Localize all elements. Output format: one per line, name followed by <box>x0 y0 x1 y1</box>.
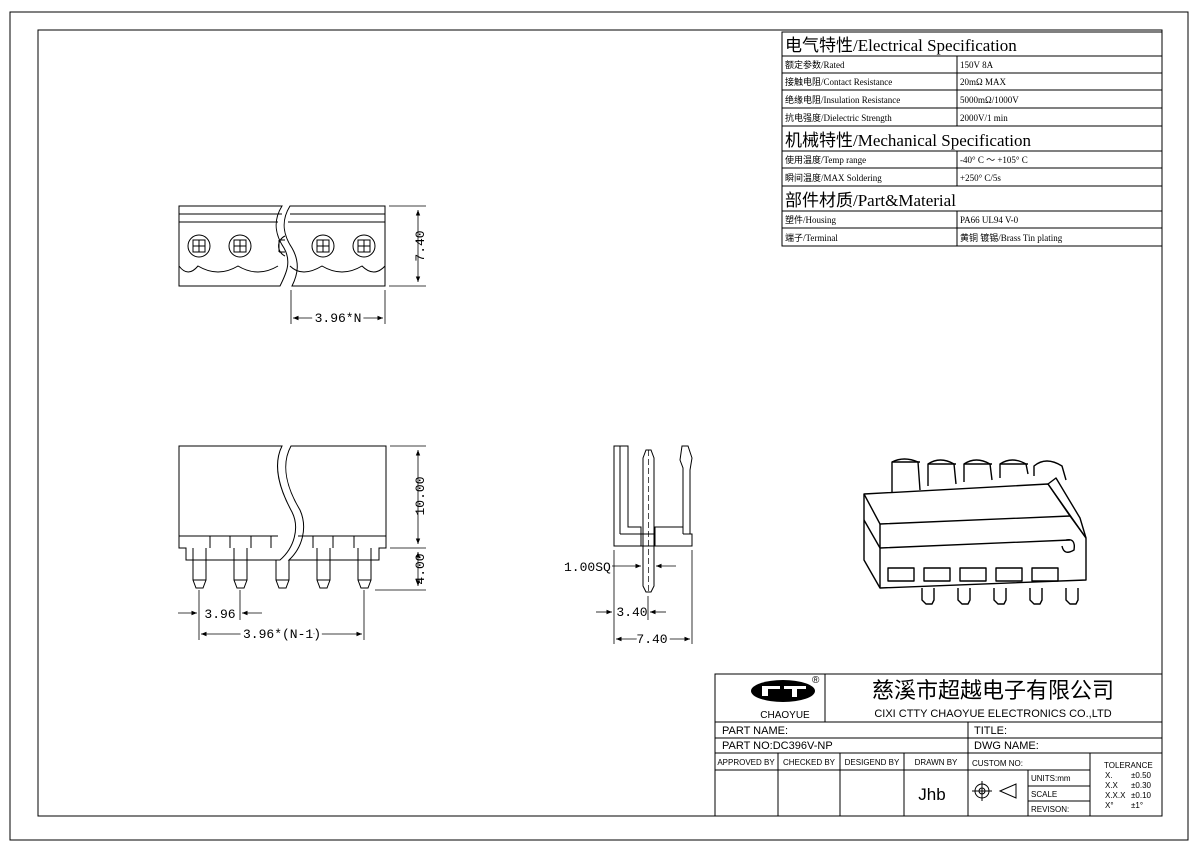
front-view-pins <box>192 548 372 589</box>
mechanical-heading: 机械特性/Mechanical Specification <box>785 131 1031 150</box>
tolerance-key: X° <box>1105 801 1114 810</box>
front-pin <box>275 560 290 589</box>
spec-label-temp-range: 使用温度/Temp range <box>785 154 866 165</box>
spec-label-contact-resistance: 接触电阻/Contact Resistance <box>785 76 892 87</box>
front-pin <box>192 548 207 589</box>
spec-label-terminal: 端子/Terminal <box>785 232 838 243</box>
top-view-dimension-lines <box>290 205 426 324</box>
front-pin <box>233 548 248 589</box>
checked-by-label: CHECKED BY <box>783 758 836 767</box>
front-view-slots <box>209 536 355 548</box>
spec-value-insulation-resistance: 5000mΩ/1000V <box>960 95 1019 105</box>
approved-by-label: APPROVED BY <box>717 758 775 767</box>
spec-label-max-soldering: 瞬间温度/MAX Soldering <box>785 172 882 183</box>
isometric-view <box>863 458 1087 605</box>
units-label: UNITS:mm <box>1031 774 1071 783</box>
tolerance-value: ±0.50 <box>1131 771 1152 780</box>
top-view-holes <box>187 234 376 258</box>
dim-front-pin-length: 4.00 <box>413 553 428 584</box>
front-pin <box>357 548 372 589</box>
dim-side-pin-square: 1.00SQ <box>564 560 611 575</box>
registered-mark: ® <box>812 675 820 686</box>
outer-border <box>9 11 1189 841</box>
part-number: PART NO:DC396V-NP <box>722 740 833 752</box>
tolerance-label: TOLERANCE <box>1104 761 1153 770</box>
spec-table <box>781 31 1163 247</box>
screw-hole <box>278 235 286 257</box>
top-view <box>178 205 386 287</box>
designed-by-label: DESIGEND BY <box>845 758 900 767</box>
spec-value-terminal: 黄铜 镀锡/Brass Tin plating <box>960 232 1063 243</box>
spec-label-rated: 额定参数/Rated <box>785 59 845 70</box>
revision-label: REVISON: <box>1031 805 1069 814</box>
front-pin <box>316 548 331 589</box>
front-view-dimension-lines <box>178 445 426 640</box>
spec-value-temp-range: -40° C ～ +105° C <box>960 155 1028 165</box>
title-label: TITLE: <box>974 725 1007 737</box>
dim-side-depth: 7.40 <box>636 632 667 647</box>
projection-symbol-icon <box>972 781 1017 801</box>
spec-value-dielectric-strength: 2000V/1 min <box>960 113 1008 123</box>
dim-top-width: 3.96*N <box>315 311 362 326</box>
tolerance-key: X.X.X <box>1105 791 1126 800</box>
spec-value-contact-resistance: 20mΩ MAX <box>960 77 1006 87</box>
dwg-name-label: DWG NAME: <box>974 740 1039 752</box>
drawn-by-label: DRAWN BY <box>915 758 958 767</box>
svg-text:C: C <box>771 688 778 698</box>
electrical-heading: 电气特性/Electrical Specification <box>785 36 1017 55</box>
tolerance-value: ±0.30 <box>1131 781 1152 790</box>
spec-label-dielectric-strength: 抗电强度/Dielectric Strength <box>785 112 892 123</box>
tolerance-value: ±0.10 <box>1131 791 1152 800</box>
dim-front-span: 3.96*(N-1) <box>243 627 321 642</box>
screw-hole <box>187 234 211 258</box>
title-block <box>714 673 1163 817</box>
inner-border <box>37 29 1163 817</box>
spec-label-insulation-resistance: 绝缘电阻/Insulation Resistance <box>785 94 900 105</box>
side-view <box>613 445 693 547</box>
custom-no-label: CUSTOM NO: <box>972 759 1023 768</box>
company-name-en: CIXI CTTY CHAOYUE ELECTRONICS CO.,LTD <box>874 708 1111 720</box>
screw-hole <box>228 234 252 258</box>
spec-value-rated: 150V 8A <box>960 60 994 70</box>
side-pin <box>642 449 655 593</box>
screw-hole <box>311 234 335 258</box>
company-logo: C <box>751 680 815 702</box>
dim-front-body-height: 10.00 <box>413 476 428 515</box>
spec-value-max-soldering: +250° C/5s <box>960 173 1001 183</box>
material-heading: 部件材质/Part&Material <box>785 191 956 210</box>
company-name-cn: 慈溪市超越电子有限公司 <box>872 679 1114 704</box>
drawn-by-value: Jhb <box>918 785 945 804</box>
part-name-label: PART NAME: <box>722 725 788 737</box>
tolerance-key: X.X <box>1105 781 1119 790</box>
dim-front-pitch: 3.96 <box>204 607 235 622</box>
side-view-dimension-lines <box>596 550 693 644</box>
tolerance-key: X. <box>1105 771 1113 780</box>
scale-label: SCALE <box>1031 790 1057 799</box>
logo-text: CHAOYUE <box>760 710 810 721</box>
screw-hole <box>352 234 376 258</box>
spec-value-housing: PA66 UL94 V-0 <box>960 215 1019 225</box>
dim-top-height: 7.40 <box>413 230 428 261</box>
spec-label-housing: 塑件/Housing <box>785 214 837 225</box>
dim-side-pin-offset: 3.40 <box>616 605 647 620</box>
tolerance-value: ±1° <box>1131 801 1143 810</box>
